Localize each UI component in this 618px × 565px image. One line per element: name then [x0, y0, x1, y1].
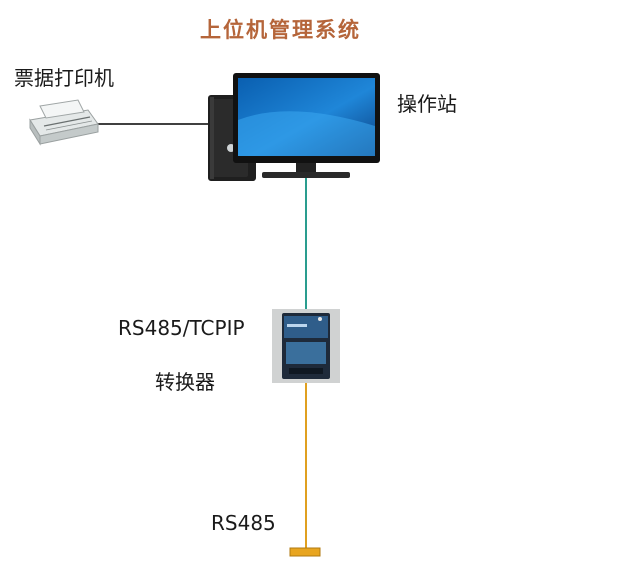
converter-label-line2: 转换器 — [155, 370, 215, 394]
bus-label: RS485 — [211, 511, 276, 535]
converter-label-line1: RS485/TCPIP — [118, 316, 245, 340]
workstation-label: 操作站 — [397, 92, 457, 116]
printer-label: 票据打印机 — [14, 66, 114, 90]
diagram-title: 上位机管理系统 — [200, 17, 361, 42]
desktop-computer-icon — [233, 73, 380, 178]
printer-icon — [29, 99, 99, 146]
converter-device-icon — [272, 309, 340, 383]
bus-connector-icon — [289, 547, 321, 557]
